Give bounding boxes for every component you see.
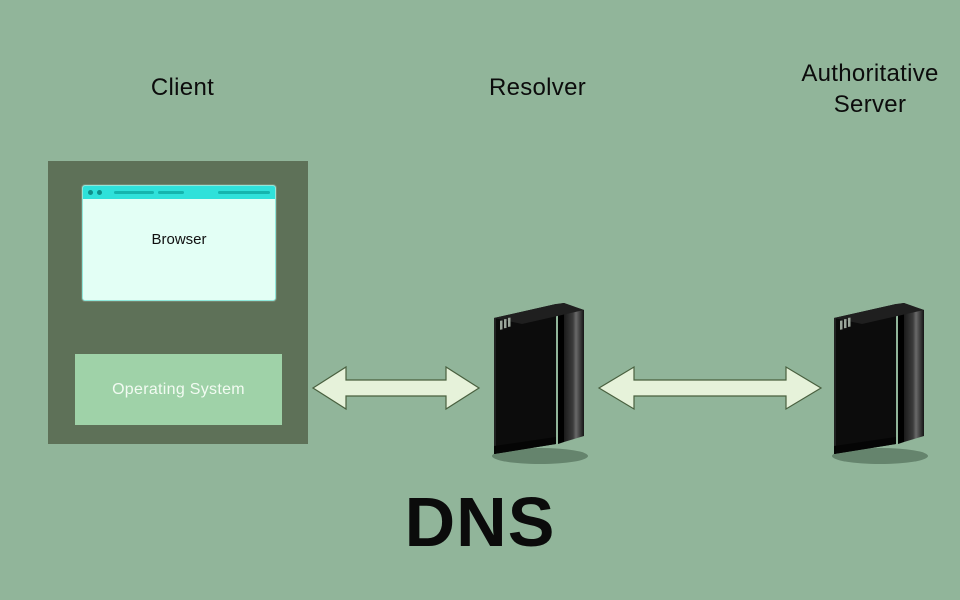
authoritative-label-line2: Server xyxy=(833,91,907,119)
authoritative-label-line1: Authoritative xyxy=(801,60,939,87)
browser-window-icon: Browser xyxy=(82,185,276,301)
window-dot-icon xyxy=(97,190,102,195)
browser-titlebar xyxy=(83,186,275,199)
titlebar-line-icon xyxy=(218,191,270,194)
browser-label: Browser xyxy=(151,231,207,248)
double-arrow-icon xyxy=(596,360,824,416)
authoritative-server-icon xyxy=(818,296,938,468)
titlebar-line-icon xyxy=(158,191,184,194)
client-label: Client xyxy=(150,74,215,101)
authoritative-server-label: Authoritative Server xyxy=(770,58,960,120)
operating-system-box: Operating System xyxy=(75,354,282,425)
client-box: Browser Operating System xyxy=(48,161,308,444)
diagram-title: DNS xyxy=(404,483,556,561)
resolver-label: Resolver xyxy=(488,74,587,101)
window-dot-icon xyxy=(88,190,93,195)
resolver-server-icon xyxy=(478,296,598,468)
titlebar-line-icon xyxy=(114,191,154,194)
double-arrow-icon xyxy=(310,360,482,416)
